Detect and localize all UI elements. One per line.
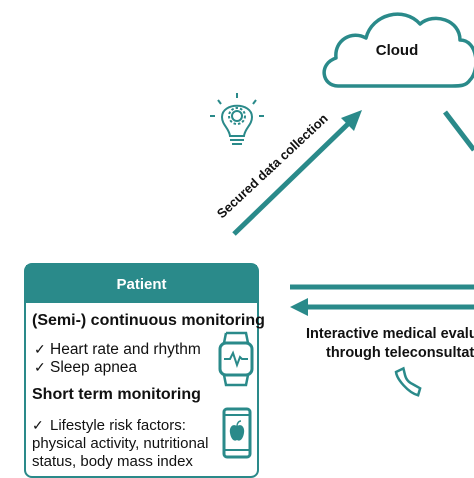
cloud-right-line (443, 110, 474, 152)
checkmark-icon: ✓ (34, 359, 46, 375)
list-item-label: physical activity, nutritional (32, 435, 209, 452)
data-collection-arrowhead (341, 110, 362, 131)
list-item-label: Heart rate and rhythm (50, 341, 201, 358)
teleconsult-arrowhead (290, 298, 308, 316)
continuous-monitoring-title: (Semi-) continuous monitoring (32, 312, 265, 329)
list-item: ✓Heart rate and rhythm (34, 341, 201, 359)
checkmark-icon: ✓ (32, 417, 44, 433)
data-collection-arrow-shaft (232, 120, 352, 236)
list-item-label: Sleep apnea (50, 359, 138, 376)
lifestyle-list-item: ✓ Lifestyle risk factors: physical activi… (32, 416, 208, 471)
checkmark-icon: ✓ (34, 341, 46, 357)
teleconsult-label-line1: Interactive medical evalu (306, 326, 474, 342)
cloud-shape (322, 12, 474, 88)
patient-panel: Patient (Semi-) continuous monitoring ✓H… (24, 263, 265, 478)
cloud-label: Cloud (375, 42, 419, 59)
teleconsult-label-line2: through teleconsultati (326, 345, 474, 361)
phone-icon (394, 366, 422, 397)
patient-title: Patient (116, 275, 167, 293)
smartwatch-icon (218, 331, 254, 387)
list-item-label: Lifestyle risk factors: (50, 417, 186, 434)
smartphone-apple-icon (222, 407, 252, 459)
data-collection-label: Secured data collection (214, 111, 331, 222)
short-term-monitoring-title: Short term monitoring (32, 386, 201, 403)
patient-header: Patient (26, 265, 257, 303)
list-item-label: status, body mass index (32, 453, 193, 470)
list-item: ✓Sleep apnea (34, 359, 137, 377)
lightbulb-gear-icon (210, 93, 264, 145)
